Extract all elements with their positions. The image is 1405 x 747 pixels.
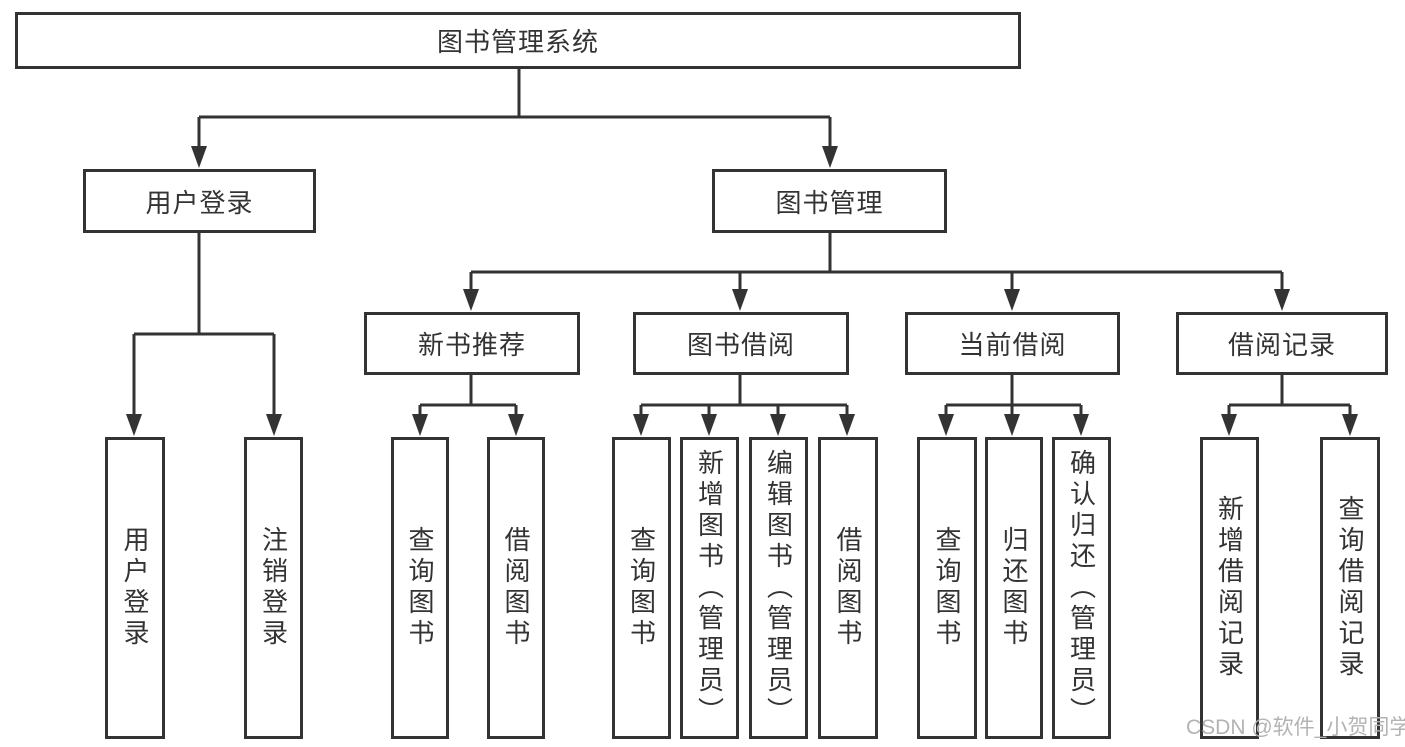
node-label: 当前借阅 [958, 330, 1067, 360]
node-label: 借阅图书 [833, 526, 863, 650]
connector-arrowheads [126, 146, 1358, 436]
leaf-query-borrow-record: 查询借阅记录 [1320, 437, 1380, 739]
node-label: 借阅图书 [501, 526, 531, 650]
node-label: 查询图书 [932, 526, 962, 650]
leaf-logout: 注销登录 [244, 437, 303, 739]
csdn-watermark: CSDN @软件_小贺同学 [1186, 716, 1405, 739]
node-label: 用户登录 [120, 526, 150, 650]
node-current-borrowing: 当前借阅 [905, 312, 1120, 375]
node-new-book-recommendation: 新书推荐 [364, 312, 580, 375]
connector-paths [132, 68, 1352, 420]
node-label: 查询借阅记录 [1335, 495, 1365, 681]
leaf-recommend-borrow-books: 借阅图书 [487, 437, 545, 739]
node-label: 查询图书 [626, 526, 657, 650]
node-book-borrowing: 图书借阅 [633, 312, 849, 375]
node-label: 归还图书 [999, 526, 1029, 650]
leaf-add-borrow-record: 新增借阅记录 [1200, 437, 1259, 739]
node-label: 借阅记录 [1227, 330, 1336, 360]
node-book-management: 图书管理 [712, 169, 947, 233]
node-label: 注销登录 [258, 526, 289, 650]
node-label: 新书推荐 [417, 330, 526, 360]
leaf-user-login: 用户登录 [105, 437, 165, 739]
node-label: 图书管理系统 [436, 27, 599, 57]
leaf-borrow-books: 借阅图书 [818, 437, 878, 739]
node-label: 图书借阅 [686, 330, 795, 360]
leaf-confirm-return-admin: 确认归还（管理员） [1052, 437, 1111, 739]
leaf-recommend-query-books: 查询图书 [391, 437, 449, 739]
node-label: 查询图书 [405, 526, 435, 650]
node-label: 新增图书（管理员） [694, 448, 725, 728]
node-library-management-system: 图书管理系统 [15, 12, 1021, 69]
node-label: 确认归还（管理员） [1066, 448, 1097, 728]
node-label: 用户登录 [145, 187, 254, 218]
node-user-login: 用户登录 [83, 169, 316, 233]
node-label: 图书管理 [775, 187, 884, 218]
node-borrowing-records: 借阅记录 [1176, 312, 1388, 375]
leaf-borrow-query-books: 查询图书 [612, 437, 671, 739]
leaf-return-books: 归还图书 [985, 437, 1043, 739]
leaf-current-query-books: 查询图书 [917, 437, 977, 739]
leaf-edit-books-admin: 编辑图书（管理员） [749, 437, 808, 739]
node-label: 新增借阅记录 [1214, 495, 1245, 681]
leaf-add-books-admin: 新增图书（管理员） [680, 437, 739, 739]
node-label: 编辑图书（管理员） [763, 448, 794, 728]
